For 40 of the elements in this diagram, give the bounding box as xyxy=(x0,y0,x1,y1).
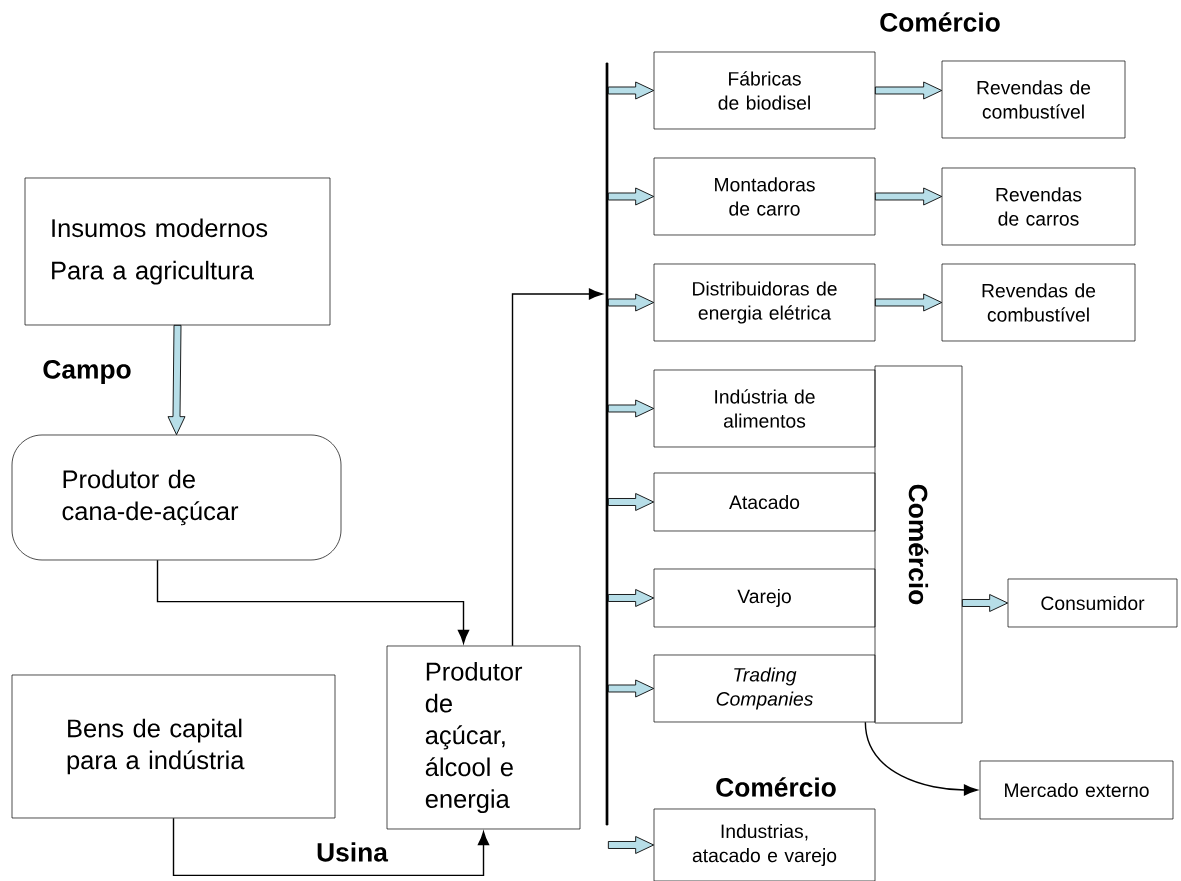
distribution-line xyxy=(605,62,609,826)
block-arrow xyxy=(607,399,655,418)
section-heading: Comércio xyxy=(880,12,1000,32)
block-arrow xyxy=(607,679,655,698)
process-box: Revendas de combustível xyxy=(941,263,1136,342)
process-box: Mercado externo xyxy=(979,760,1174,820)
process-box: Revendas de carros xyxy=(941,167,1136,246)
arrow xyxy=(172,817,490,877)
group-box: Comércio xyxy=(874,365,963,724)
process-box: Revendas de combustível xyxy=(941,60,1126,139)
edge-label: Usina xyxy=(317,842,389,862)
block-arrow xyxy=(607,81,655,100)
process-box: Montadoras de carro xyxy=(653,157,876,236)
process-box: Trading Companies xyxy=(653,654,876,723)
process-box: Consumidor xyxy=(1007,578,1178,628)
block-arrow xyxy=(874,81,943,100)
process-box: Atacado xyxy=(653,472,876,532)
process-box: Produtor de açúcar, álcool e energia xyxy=(386,645,581,830)
process-box: Distribuidoras de energia elétrica xyxy=(653,263,876,342)
process-box: Varejo xyxy=(653,568,876,628)
block-arrow xyxy=(607,293,655,312)
curved-arrow xyxy=(864,721,978,796)
process-box: Industrias, atacado e varejo xyxy=(653,808,876,881)
process-box: Fábricas de biodisel xyxy=(653,51,876,130)
block-arrow xyxy=(607,493,655,511)
arrow xyxy=(511,288,603,647)
block-arrow xyxy=(607,187,655,206)
edge-label: Campo xyxy=(43,360,131,384)
process-box: Bens de capital para a indústria xyxy=(11,674,336,819)
block-arrow xyxy=(607,836,655,854)
block-arrow xyxy=(874,187,943,206)
rounded-box: Produtor de cana-de-açúcar xyxy=(11,434,342,561)
block-arrow xyxy=(874,293,943,312)
block-arrow xyxy=(607,589,655,607)
block-arrow xyxy=(961,594,1009,612)
section-heading: Comércio xyxy=(716,777,836,797)
arrow xyxy=(156,559,470,644)
process-box: Insumos modernos Para a agricultura xyxy=(24,177,331,326)
process-box: Indústria de alimentos xyxy=(653,369,876,448)
block-arrow xyxy=(167,324,186,436)
